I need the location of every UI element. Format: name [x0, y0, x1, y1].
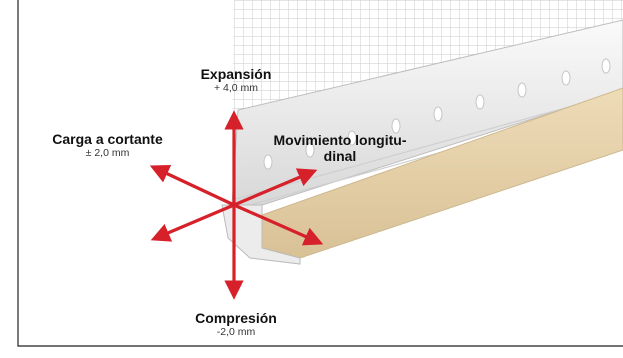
shear-title: Carga a cortante — [52, 131, 163, 147]
compression-label: Compresión -2,0 mm — [166, 310, 306, 338]
compression-value: -2,0 mm — [216, 326, 256, 339]
longitudinal-title-line1: Movimiento longitu- — [273, 132, 407, 148]
arrow-upper-left — [149, 165, 236, 207]
expansion-label: Expansión + 4,0 mm — [176, 66, 296, 94]
longitudinal-title-line2: dinal — [323, 148, 357, 165]
compression-title: Compresión — [195, 310, 277, 326]
expansion-title: Expansión — [200, 66, 272, 82]
frame-border-line — [17, 0, 623, 347]
arrow-lower-right — [232, 203, 324, 246]
shear-value: ± 2,0 mm — [85, 147, 130, 160]
shear-label: Carga a cortante ± 2,0 mm — [20, 131, 195, 159]
longitudinal-label: Movimiento longitu- dinal — [240, 132, 440, 164]
profile-holes — [263, 58, 611, 170]
four-direction-arrows-icon — [149, 110, 324, 300]
expansion-value: + 4,0 mm — [213, 82, 259, 95]
arrow-lower-left — [150, 203, 236, 242]
profile-foot — [221, 204, 301, 265]
arrow-upper-right — [232, 168, 318, 207]
